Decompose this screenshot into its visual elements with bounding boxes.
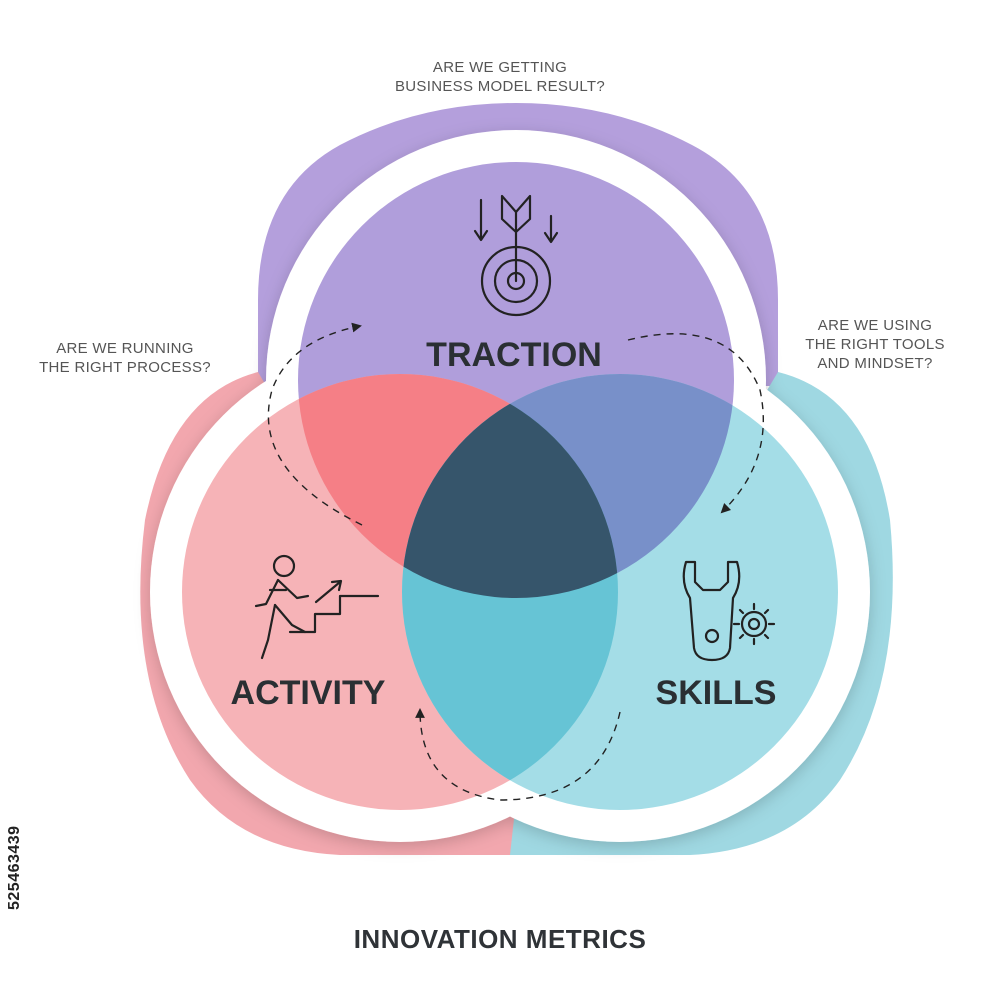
venn-circles: [182, 162, 838, 810]
activity-question: ARE WE RUNNING THE RIGHT PROCESS?: [39, 340, 211, 376]
arrow-traction-to-skills: [627, 333, 764, 514]
person-climbing-stairs-icon: [254, 554, 380, 660]
cycle-arrows: [267, 322, 764, 801]
activity-label: ACTIVITY: [231, 674, 386, 712]
arrow-activity-to-traction: [267, 322, 363, 526]
traction-question: ARE WE GETTING BUSINESS MODEL RESULT?: [395, 59, 605, 95]
stock-id: 525463439: [6, 825, 23, 910]
arrow-skills-to-activity: [415, 708, 621, 801]
wrench-gear-icon: [682, 560, 776, 662]
traction-label: TRACTION: [426, 336, 602, 374]
center-overlap: [402, 374, 618, 598]
target-arrow-icon: [473, 194, 559, 317]
skills-question: ARE WE USING THE RIGHT TOOLS AND MINDSET…: [805, 317, 945, 372]
skills-label: SKILLS: [656, 674, 777, 712]
footer-title: INNOVATION METRICS: [353, 924, 647, 954]
